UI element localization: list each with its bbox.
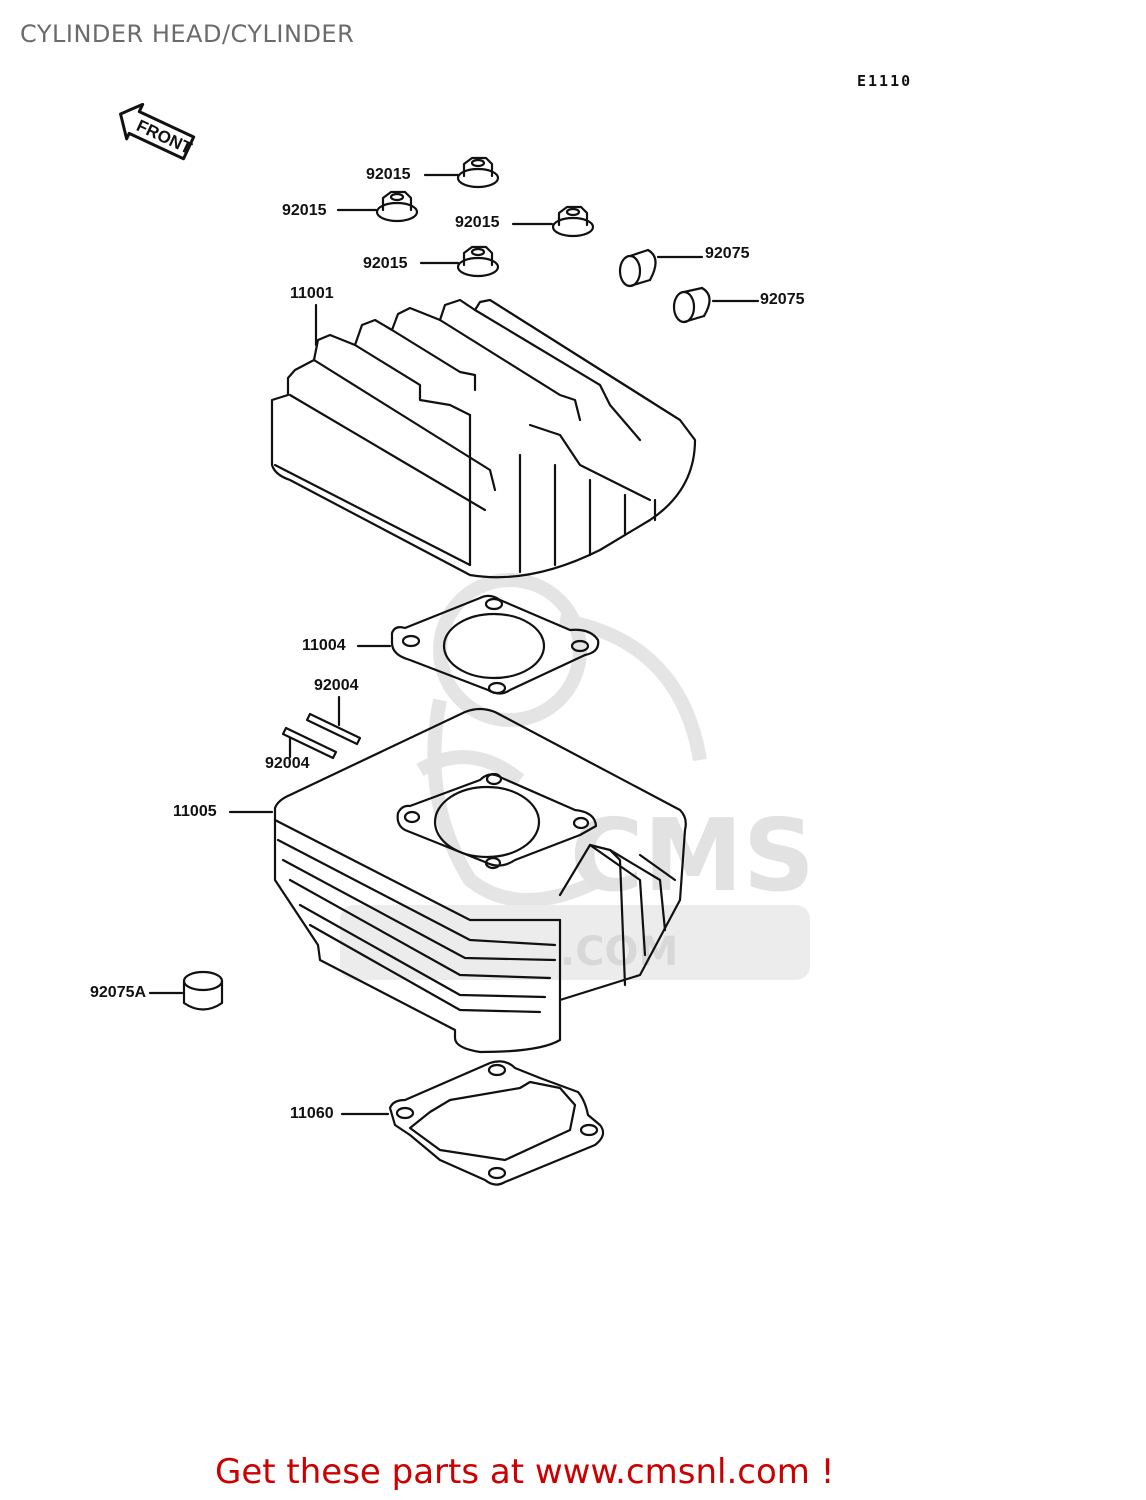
flange-nut-icon[interactable] (456, 156, 500, 189)
part-label-92075[interactable]: 92075 (760, 291, 805, 308)
part-label-11060[interactable]: 11060 (290, 1105, 334, 1122)
part-label-11005[interactable]: 11005 (173, 803, 217, 820)
part-label-11001[interactable]: 11001 (290, 285, 334, 302)
filter-collar-icon[interactable] (182, 970, 224, 1011)
svg-text:CMS: CMS (570, 797, 815, 914)
flange-nut-icon[interactable] (375, 190, 419, 223)
stud-icon[interactable] (281, 712, 362, 760)
part-label-92015[interactable]: 92015 (366, 166, 411, 183)
head-gasket[interactable] (390, 594, 600, 695)
page-title: CYLINDER HEAD/CYLINDER (20, 20, 355, 48)
diagram-code: E1110 (857, 72, 913, 90)
base-gasket[interactable] (388, 1060, 605, 1186)
footer-cta-link[interactable]: Get these parts at www.cmsnl.com ! (215, 1452, 835, 1492)
part-label-11004[interactable]: 11004 (302, 637, 346, 654)
flange-nut-icon[interactable] (551, 205, 595, 238)
front-arrow-icon: FRONT (119, 102, 195, 161)
part-label-92015[interactable]: 92015 (282, 202, 327, 219)
part-label-92004[interactable]: 92004 (265, 755, 310, 772)
watermark-text: CMS .COM (340, 797, 815, 980)
collar-icon[interactable] (618, 248, 657, 288)
part-label-92004[interactable]: 92004 (314, 677, 359, 694)
collar-icon[interactable] (672, 286, 711, 324)
part-label-92015[interactable]: 92015 (363, 255, 408, 272)
flange-nut-icon[interactable] (456, 245, 500, 278)
svg-text:.COM: .COM (560, 929, 678, 975)
part-label-92015[interactable]: 92015 (455, 214, 500, 231)
part-label-92075A[interactable]: 92075A (90, 984, 147, 1001)
cylinder-head[interactable] (270, 298, 697, 579)
part-label-92075[interactable]: 92075 (705, 245, 750, 262)
cylinder[interactable] (273, 707, 687, 1054)
